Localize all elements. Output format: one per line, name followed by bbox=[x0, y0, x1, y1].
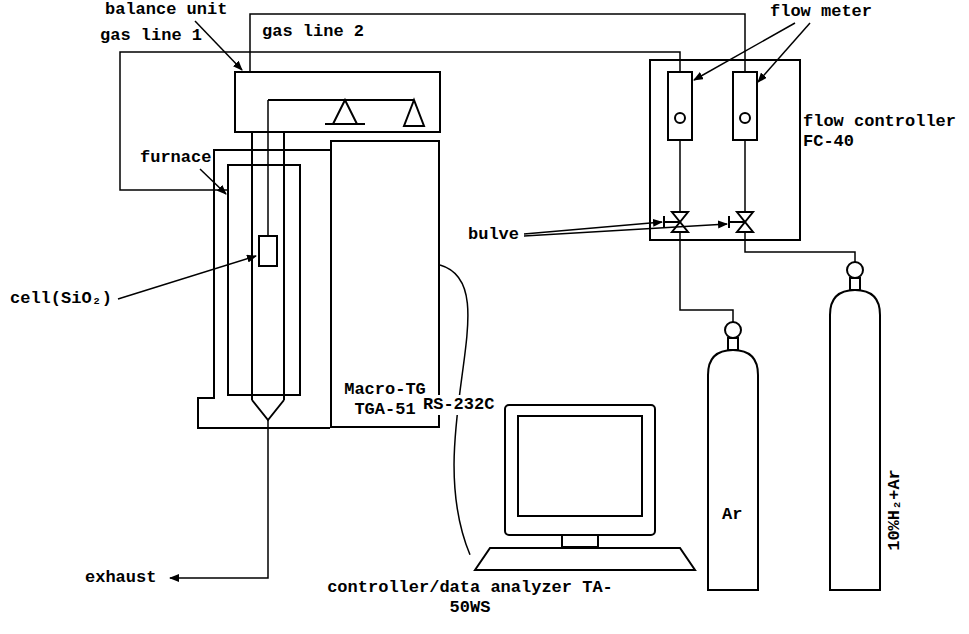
computer-symbol bbox=[475, 405, 695, 570]
leader-line bbox=[195, 21, 242, 70]
part-label: gas line 1 bbox=[100, 26, 202, 46]
pivot-triangle bbox=[333, 100, 357, 124]
part-label: flow meter bbox=[770, 2, 872, 22]
cylinder-valve bbox=[850, 278, 860, 290]
quartz-tube bbox=[251, 132, 253, 400]
part-label: balance unit bbox=[105, 0, 227, 20]
part-label: bulve bbox=[468, 225, 519, 245]
meter-float bbox=[675, 113, 685, 123]
pipe bbox=[744, 140, 746, 212]
flow-meter bbox=[668, 72, 692, 140]
monitor-stand bbox=[562, 535, 598, 547]
valve-symbol bbox=[737, 222, 753, 232]
balance-housing bbox=[235, 72, 440, 132]
part-label: 10%H₂+Ar bbox=[884, 455, 906, 565]
part-label: flow controller FC-40 bbox=[803, 112, 963, 152]
flow-controller bbox=[650, 60, 800, 240]
part-label: gas line 2 bbox=[262, 22, 364, 42]
tube-funnel bbox=[252, 400, 284, 420]
valve-handle bbox=[664, 221, 680, 223]
part-label: Ar bbox=[722, 505, 742, 525]
sample-cell bbox=[259, 236, 277, 266]
part-label: furnace bbox=[140, 148, 211, 168]
furnace-body bbox=[228, 165, 300, 395]
leader-line bbox=[758, 23, 810, 82]
leader-line bbox=[200, 169, 226, 194]
leader-line bbox=[118, 21, 810, 299]
gas-line bbox=[250, 14, 745, 72]
keyboard-base bbox=[475, 548, 695, 570]
instrument-body: Macro-TG TGA-51 bbox=[330, 140, 440, 428]
regulator-gauge bbox=[847, 262, 863, 278]
ar-cylinder bbox=[708, 350, 758, 590]
regulator-gauge bbox=[725, 322, 741, 338]
monitor-case bbox=[505, 405, 655, 535]
flow-meter bbox=[733, 72, 757, 140]
pivot-base bbox=[325, 123, 365, 125]
device-caption: controller/data analyzer TA-50WS bbox=[325, 578, 615, 618]
hanger-wire bbox=[267, 100, 269, 236]
leader-line bbox=[118, 256, 256, 299]
monitor-screen bbox=[518, 416, 642, 516]
supply-pipe bbox=[745, 232, 855, 262]
computer-node: controller/data analyzer TA-50WS bbox=[470, 400, 700, 572]
exhaust-line bbox=[170, 420, 268, 578]
valve-handle bbox=[728, 216, 730, 228]
supply-pipe bbox=[680, 232, 733, 322]
valve-handle bbox=[663, 216, 665, 228]
part-label: cell(SiO₂) bbox=[10, 289, 112, 309]
pipe bbox=[679, 140, 681, 212]
leader-line bbox=[524, 224, 727, 236]
furnace-stand bbox=[198, 150, 330, 428]
supply-pipe bbox=[680, 232, 855, 322]
balance-beam bbox=[268, 99, 414, 101]
cable-label: RS-232C bbox=[420, 395, 497, 415]
leader-line bbox=[694, 23, 795, 80]
gas-cylinder bbox=[708, 262, 880, 590]
h2-cylinder bbox=[830, 290, 880, 590]
tg-instrument bbox=[170, 72, 440, 578]
computer-symbol bbox=[470, 400, 700, 572]
quartz-tube bbox=[283, 132, 285, 400]
meter-float bbox=[740, 113, 750, 123]
cylinder-valve bbox=[728, 338, 738, 350]
counterweight bbox=[404, 100, 424, 126]
controller-box bbox=[650, 60, 800, 240]
valve-handle bbox=[729, 221, 745, 223]
part-label: exhaust bbox=[85, 568, 156, 588]
